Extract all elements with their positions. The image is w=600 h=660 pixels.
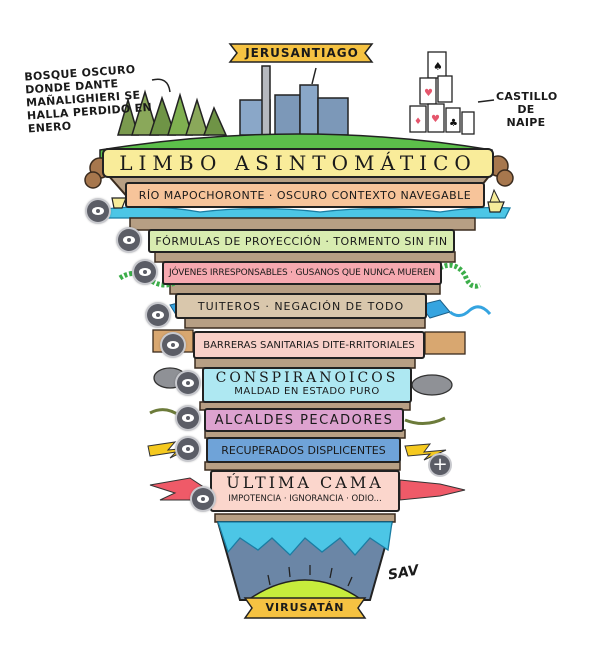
eye-icon xyxy=(123,236,135,244)
eye-toggle-button-7[interactable] xyxy=(175,405,201,431)
eye-toggle-button-4[interactable] xyxy=(145,302,171,328)
level-title: BARRERAS SANITARIAS DITE-RRITORIALES xyxy=(203,339,415,351)
level-title: CONSPIRANOICOS xyxy=(215,370,399,386)
arrow-city xyxy=(311,67,317,85)
arrow-castle xyxy=(477,99,495,103)
level-jovenes: JÓVENES IRRESPONSABLES · GUSANOS QUE NUN… xyxy=(162,261,442,285)
level-subtitle: IMPOTENCIA · IGNORANCIA · ODIO... xyxy=(228,494,382,504)
svg-text:♥: ♥ xyxy=(431,114,440,125)
icicles xyxy=(217,521,393,556)
level-title: RÍO MAPOCHORONTE · OSCURO CONTEXTO NAVEG… xyxy=(138,188,472,202)
river-water xyxy=(95,206,512,219)
arrow-forest xyxy=(151,78,171,93)
eye-icon xyxy=(152,311,164,319)
eye-icon xyxy=(139,268,151,276)
virusatan-banner-shape xyxy=(243,597,367,619)
svg-text:♠: ♠ xyxy=(433,60,443,73)
top-banner-label: JERUSANTIAGO xyxy=(245,46,359,60)
eye-toggle-button-3[interactable] xyxy=(132,259,158,285)
svg-text:♦: ♦ xyxy=(414,117,422,127)
brick-wall-right xyxy=(424,331,466,355)
snake-right xyxy=(404,416,446,425)
level-barreras: BARRERAS SANITARIAS DITE-RRITORIALES xyxy=(193,331,425,359)
level-title: FÓRMULAS DE PROYECCIÓN · TORMENTO SIN FI… xyxy=(155,234,448,248)
level-limbo: LIMBO ASINTOMÁTICO xyxy=(102,148,494,178)
level-title: TUITEROS · NEGACIÓN DE TODO xyxy=(197,299,405,313)
svg-text:♥: ♥ xyxy=(424,88,433,99)
bottom-banner-label: VIRUSATÁN xyxy=(265,601,345,614)
level-ultima-cama: ÚLTIMA CAMA IMPOTENCIA · IGNORANCIA · OD… xyxy=(210,470,400,512)
jerusantiago-banner-shape xyxy=(228,43,374,63)
level-title: JÓVENES IRRESPONSABLES · GUSANOS QUE NUN… xyxy=(169,268,435,278)
flame-right xyxy=(399,479,466,501)
eye-icon xyxy=(167,341,179,349)
worm-right xyxy=(438,262,482,289)
forest-annotation: BOSQUE OSCURO DONDE DANTE MAÑALIGHIERI S… xyxy=(23,62,153,136)
level-title: ALCALDES PECADORES xyxy=(214,412,394,428)
card-castle: ♠ ♥ ♥ ♣ ♦ xyxy=(409,51,475,135)
level-conspiranoicos: CONSPIRANOICOS MALDAD EN ESTADO PURO xyxy=(202,367,412,403)
eye-icon xyxy=(92,207,104,215)
castle-annotation: CASTILLO DE NAIPE xyxy=(496,90,558,129)
level-recuperados: RECUPERADOS DISPLICENTES xyxy=(206,437,401,463)
eye-toggle-button-8[interactable] xyxy=(175,436,201,462)
level-title: LIMBO ASINTOMÁTICO xyxy=(119,151,477,175)
eye-toggle-button-6[interactable] xyxy=(175,370,201,396)
level-alcaldes: ALCALDES PECADORES xyxy=(204,408,404,432)
svg-text:♣: ♣ xyxy=(449,118,458,129)
level-tuiteros: TUITEROS · NEGACIÓN DE TODO xyxy=(175,293,427,319)
eye-toggle-button-9[interactable] xyxy=(190,486,216,512)
eye-icon xyxy=(197,495,209,503)
add-annotation-button[interactable]: + xyxy=(428,453,452,477)
eye-toggle-button-2[interactable] xyxy=(116,227,142,253)
virus-body xyxy=(245,579,365,601)
level-title: RECUPERADOS DISPLICENTES xyxy=(221,443,386,457)
eye-icon xyxy=(182,414,194,422)
level-title: ÚLTIMA CAMA xyxy=(226,473,384,492)
level-formulas: FÓRMULAS DE PROYECCIÓN · TORMENTO SIN FI… xyxy=(148,229,455,253)
level-subtitle: MALDAD EN ESTADO PURO xyxy=(234,386,380,397)
city-skyline xyxy=(239,65,349,136)
eye-icon xyxy=(182,445,194,453)
eye-icon xyxy=(182,379,194,387)
forest-trees xyxy=(117,89,228,136)
eye-toggle-button-1[interactable] xyxy=(85,198,111,224)
level-rio: RÍO MAPOCHORONTE · OSCURO CONTEXTO NAVEG… xyxy=(125,182,485,208)
eye-toggle-button-5[interactable] xyxy=(160,332,186,358)
smoke-cloud-right xyxy=(411,374,453,396)
